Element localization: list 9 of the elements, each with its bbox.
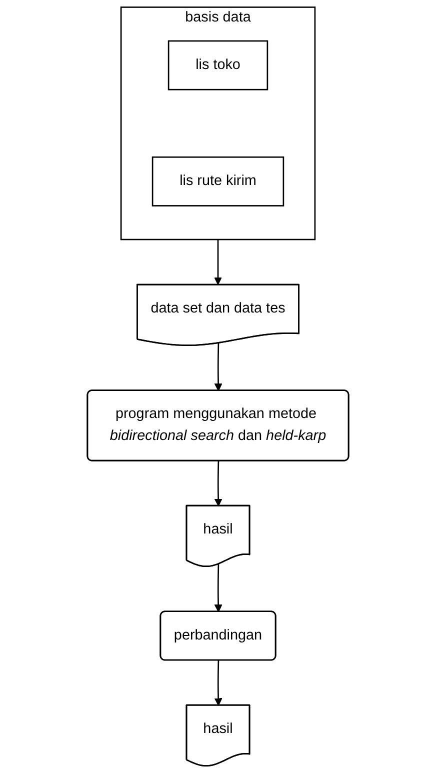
arrow	[214, 240, 222, 285]
node-box	[151, 156, 284, 206]
arrow	[214, 343, 222, 392]
arrow	[214, 461, 222, 506]
arrow	[214, 564, 222, 612]
node-box	[167, 40, 268, 90]
cluster	[120, 6, 316, 240]
arrow	[214, 660, 222, 706]
flowchart-drawing: basis data lis toko lis rute kirim data set dan data tes program menggunakan metode bidirectional search dan held-karp hasil perbandingan hasil	[64, 0, 370, 773]
